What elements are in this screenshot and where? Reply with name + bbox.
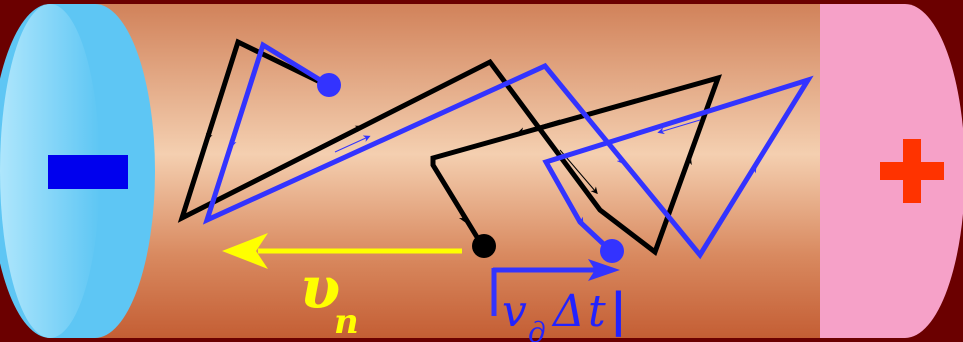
plus-icon	[880, 139, 944, 203]
minus-icon	[48, 155, 128, 189]
black-path-arrowheads	[205, 97, 692, 223]
blue-path-arrowheads	[229, 103, 757, 225]
drift-velocity-arrow	[222, 233, 462, 269]
vd-delta-t-label: v д Δ t |	[502, 283, 627, 342]
vd-label-main: v	[502, 286, 527, 337]
vd-label-t: t	[588, 286, 606, 337]
vd-label-right-bar: |	[610, 283, 627, 338]
vd-label-sub: д	[528, 316, 546, 342]
vn-label: υ n	[300, 254, 359, 342]
vn-label-main: υ	[300, 254, 340, 322]
vd-label-delta: Δ	[551, 286, 585, 337]
electron-start-dot	[317, 73, 341, 97]
electron-end-dot-black	[472, 234, 496, 258]
electron-end-dot-blue	[600, 239, 624, 263]
displacement-arrow	[491, 259, 620, 316]
electron-path-blue	[202, 41, 814, 260]
vn-label-sub: n	[334, 302, 359, 342]
